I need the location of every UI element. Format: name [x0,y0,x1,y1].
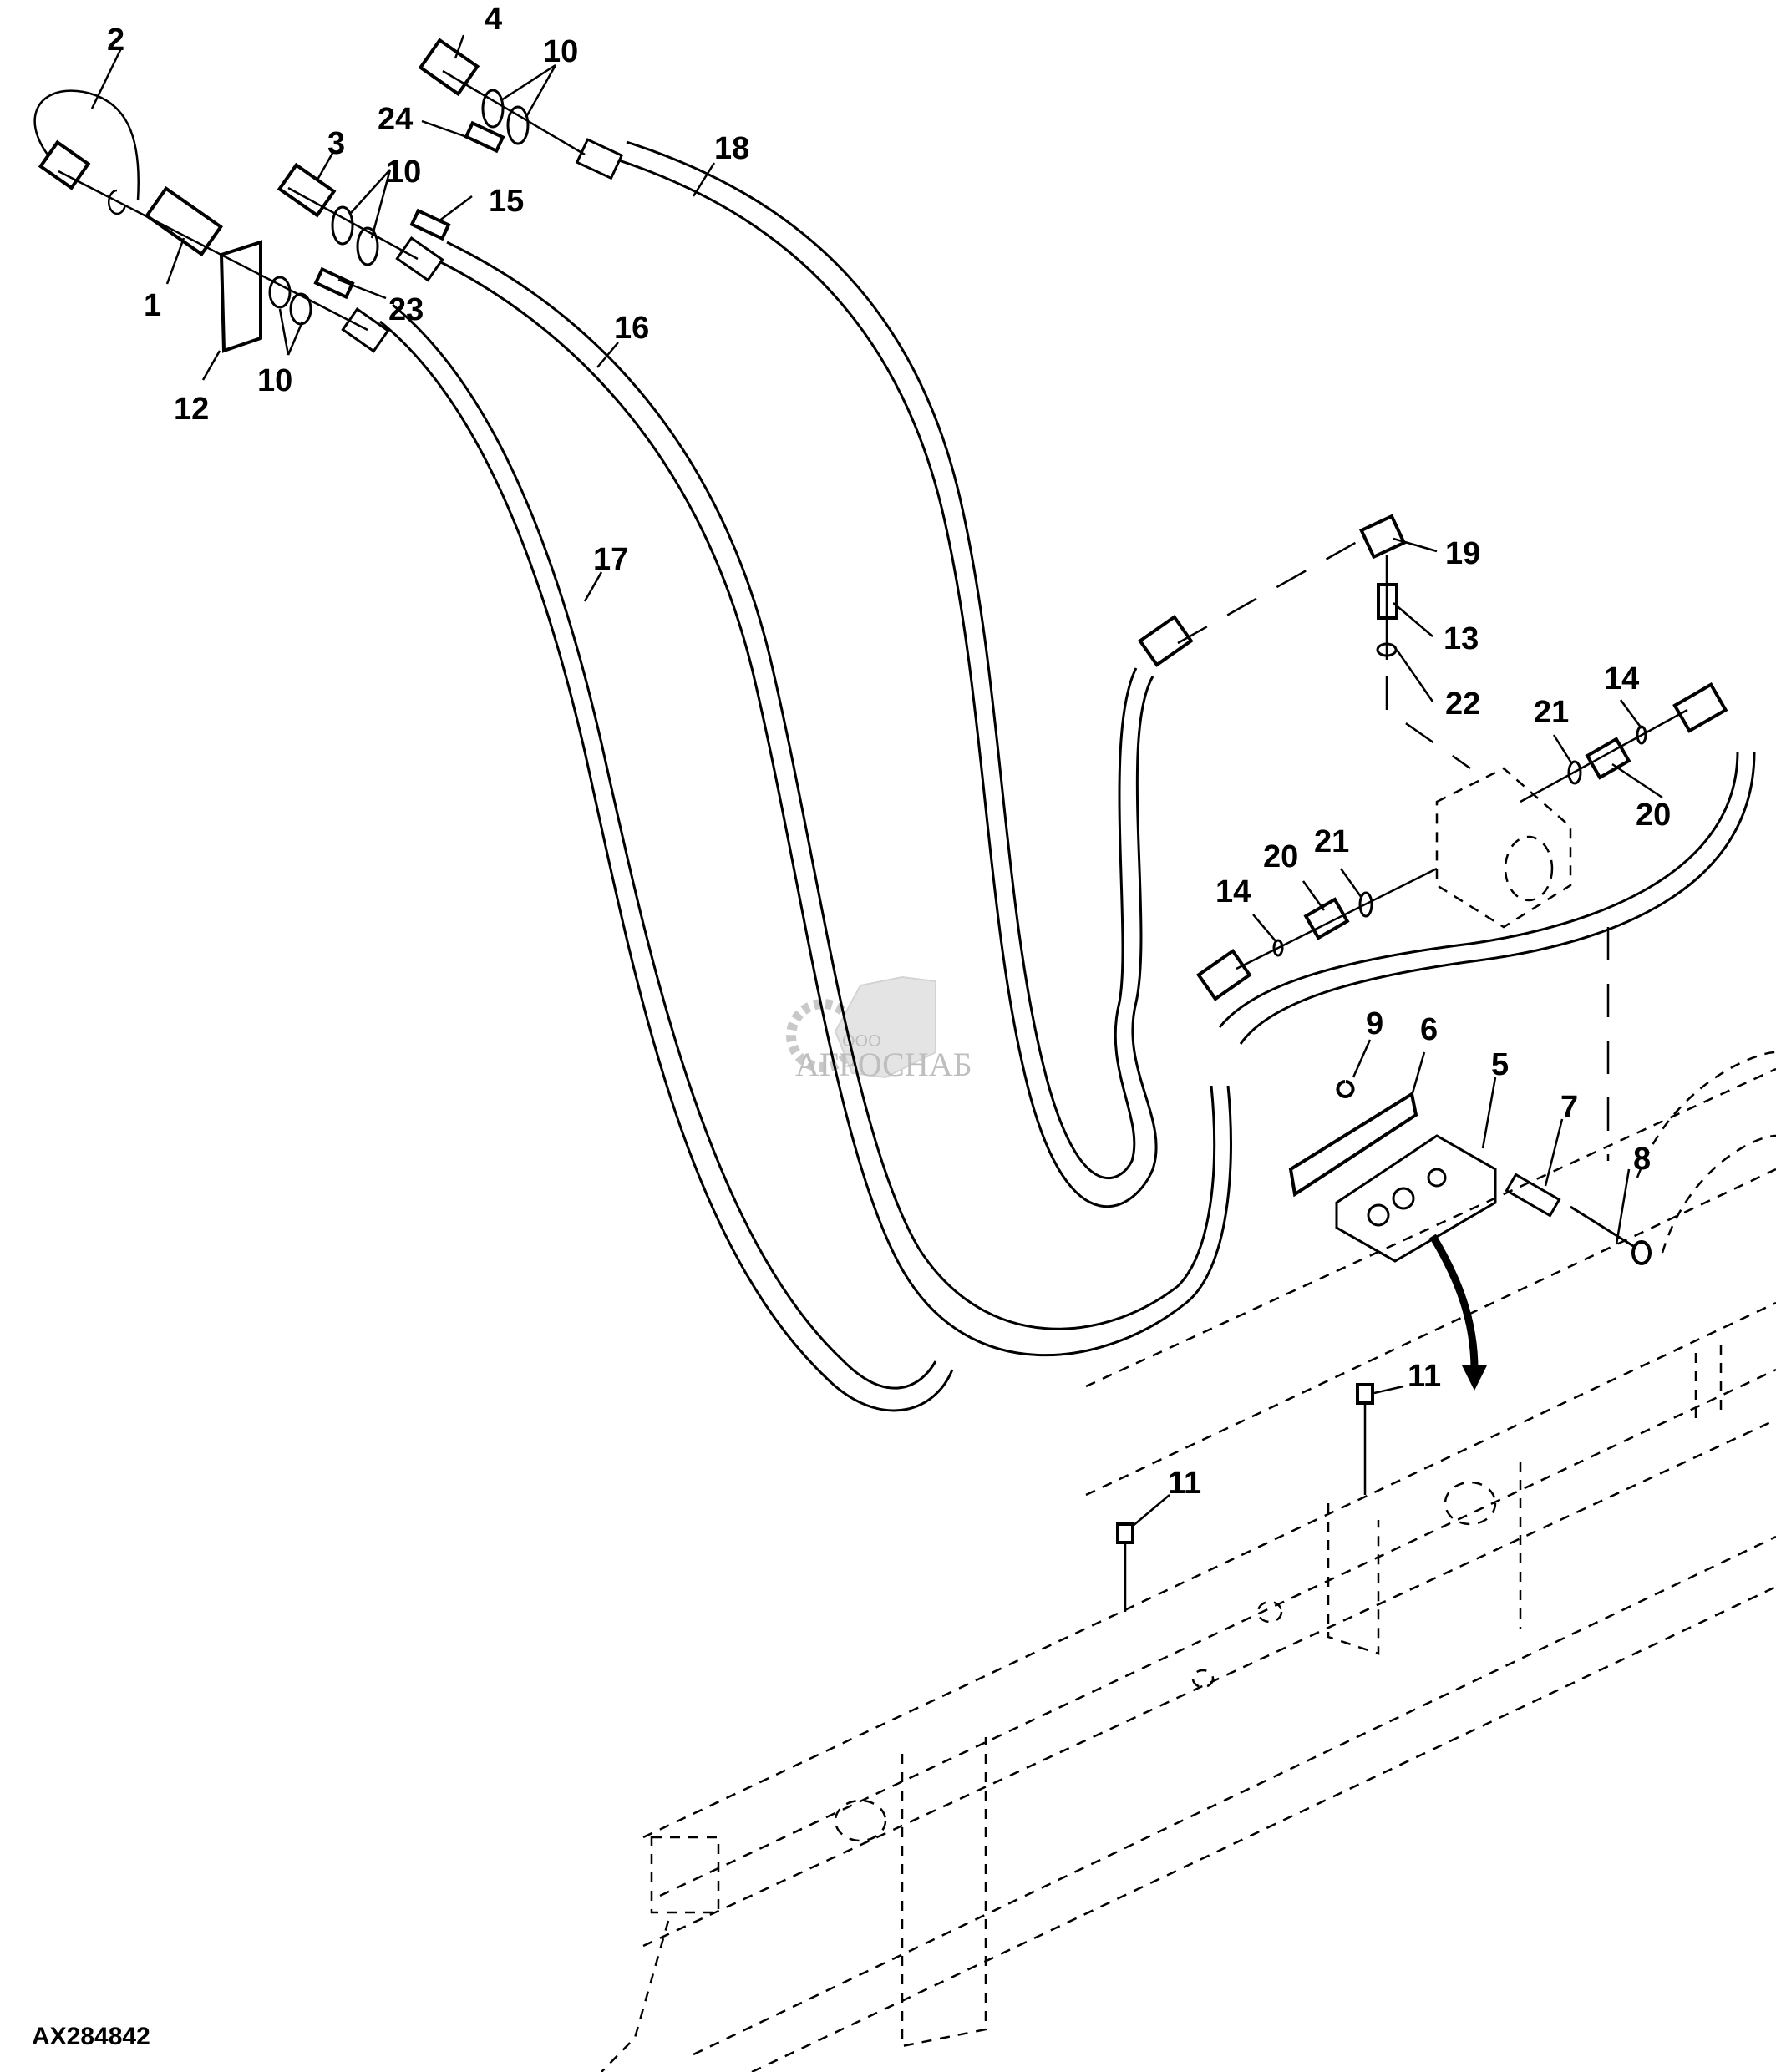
callout-17: 17 [593,542,628,577]
callout-2: 2 [107,23,124,58]
part-2-dust-cap [33,89,140,201]
part-5-clamp-block [1335,1134,1497,1263]
part-7-sleeve [1505,1173,1561,1218]
frame-phantom [601,1051,1776,2072]
hose-end-fittings [341,138,1728,1001]
hose-16 [434,241,1232,1357]
callout-10-mid: 10 [386,155,421,190]
callout-21-right: 21 [1534,695,1569,730]
callout-9: 9 [1366,1006,1383,1041]
callout-14-right: 14 [1604,661,1639,697]
callout-13: 13 [1444,621,1479,656]
callout-20-left: 20 [1263,839,1298,874]
callout-11-right: 11 [1408,1359,1441,1394]
callout-23: 23 [388,292,424,327]
callout-8: 8 [1633,1142,1651,1177]
callout-6: 6 [1420,1012,1438,1047]
callout-18: 18 [714,131,749,166]
assembly-line-19 [1177,533,1371,645]
watermark: ООО АГРОСНАБ [786,975,972,1083]
hose-17 [379,303,954,1412]
callout-22: 22 [1445,686,1480,722]
parts-10-clips [268,89,530,326]
callout-10-top: 10 [543,34,578,69]
callout-5: 5 [1491,1047,1509,1082]
coupler-axis-4 [442,69,586,156]
leader-lines [90,34,1663,1527]
callout-3: 3 [327,126,345,161]
callout-4: 4 [485,2,502,37]
axis-left-fittings [1236,867,1438,970]
callout-15: 15 [489,184,524,219]
part-9-nut [1336,1080,1355,1098]
install-arrow-icon [1429,1234,1479,1370]
callouts: 2 1 12 4 10 24 3 10 15 23 10 18 16 17 19… [107,2,1671,1501]
callout-19: 19 [1445,536,1480,571]
callout-21-left: 21 [1314,824,1349,859]
figure-id: AX284842 [32,2023,150,2050]
part-8-bolt [1570,1205,1652,1265]
coupler-axis-3 [287,186,419,261]
part-11-bolt-right [1356,1383,1374,1495]
parts-clip-inserts [313,120,505,300]
watermark-brand: АГРОСНАБ [795,1046,972,1083]
part-11-bolt-left [1116,1522,1134,1612]
hose-loop-right [1218,751,1756,1045]
assembly-line-22 [1385,676,1471,770]
callout-20-right: 20 [1636,798,1671,833]
part-6-plate [1288,1091,1418,1198]
valve-block-phantom [1435,767,1572,929]
callout-24: 24 [378,102,413,137]
callout-16: 16 [614,311,649,346]
callout-7: 7 [1560,1090,1578,1125]
callout-10-bottom: 10 [257,363,292,398]
hose-18 [613,140,1158,1208]
callout-1: 1 [144,288,161,323]
part-4-coupler [418,38,480,97]
axis-right-fittings [1520,708,1688,803]
part-3-coupler [277,162,337,218]
part-20-fitting-left [1303,897,1350,940]
callout-11-left: 11 [1168,1466,1201,1501]
coupler-axis-1 [58,170,368,332]
callout-14-left: 14 [1215,874,1251,909]
install-arrowhead-icon [1462,1365,1487,1391]
part-19-elbow [1359,514,1407,560]
callout-12: 12 [174,392,209,427]
part-1-coupler [107,185,224,257]
